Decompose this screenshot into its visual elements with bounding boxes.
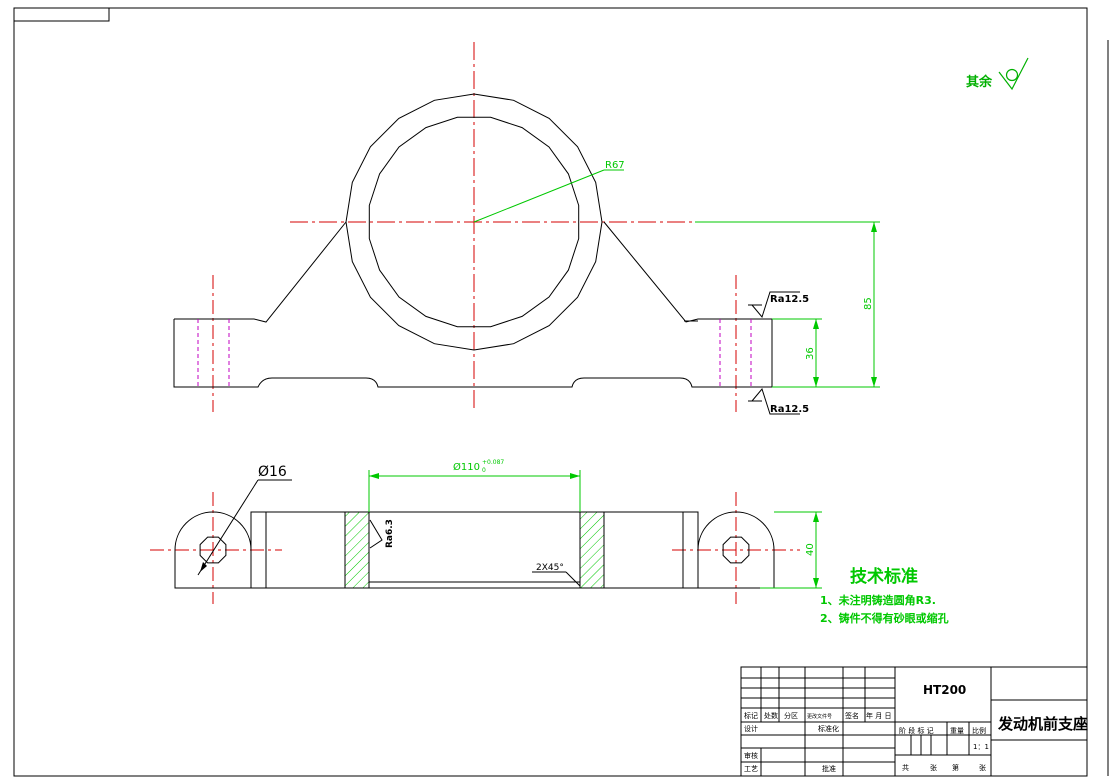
roughness-mark-bottom: Ra12.5 (748, 387, 809, 415)
hole-dia-label: Ø16 (258, 464, 287, 480)
roughness-mark-bore: Ra6.3 (369, 519, 395, 549)
title-block (740, 666, 1088, 777)
left-hole-hex (199, 536, 227, 564)
bore-tol-lower: 0 (482, 467, 486, 474)
hatch-left (344, 511, 370, 589)
roughness-bore-label: Ra6.3 (385, 519, 395, 548)
technical-requirements: 技术标准 1、未注明铸造圆角R3. 2、铸件不得有砂眼或缩孔 (820, 566, 949, 625)
height-base-label: 36 (805, 347, 816, 360)
title-block-text: HT200 发动机前支座 标记 处数 分区 更改文件号 签名 年 月 日 设计 … (744, 683, 1088, 773)
left-ear (174, 511, 252, 589)
height-base-arrow-top (813, 319, 819, 329)
rev-header-mark: 标记 (744, 711, 758, 720)
height-total-arrow-bottom (871, 377, 877, 387)
height-total-arrow-top (871, 222, 877, 232)
sheet-total: 共 (902, 763, 909, 772)
scale-value: 1：1 (973, 743, 989, 751)
right-hole-hex (722, 536, 750, 564)
bore-dim-arrow-left (369, 473, 379, 479)
bore-tol-upper: +0.087 (482, 459, 504, 466)
rev-header-sign: 签名 (845, 711, 859, 720)
front-view: R67 85 36 Ra12.5 Ra12.5 (173, 42, 880, 415)
top-view: Ø110 +0.087 0 Ø16 Ra6.3 2X45° 40 (150, 459, 822, 604)
thickness-arrow-top (813, 512, 819, 522)
process-label: 工艺 (744, 765, 758, 773)
rev-header-zone: 分区 (784, 711, 798, 720)
design-label: 设计 (744, 724, 758, 733)
tech-req-item-2: 2、铸件不得有砂眼或缩孔 (820, 611, 949, 625)
roughness-bottom-icon (751, 387, 800, 415)
bore-inner-contour (368, 116, 580, 328)
roughness-top-label: Ra12.5 (770, 294, 809, 305)
sheet-page-unit: 张 (979, 763, 986, 772)
thickness-label: 40 (805, 543, 816, 556)
roughness-circle-icon (1005, 68, 1019, 82)
roughness-bore-icon (369, 519, 383, 549)
general-roughness-label: 其余 (966, 74, 993, 90)
bore-dim-label: Ø110 (453, 461, 480, 473)
body-outline (250, 511, 699, 589)
chamfer-label: 2X45° (536, 563, 564, 573)
review-label: 审核 (744, 751, 758, 760)
weight-header: 重量 (950, 727, 964, 735)
rev-header-date: 年 月 日 (866, 711, 891, 720)
sheet-page: 第 (952, 763, 959, 772)
sheet-unit: 张 (930, 763, 937, 772)
roughness-check-icon (998, 57, 1029, 91)
roughness-mark-top: Ra12.5 (748, 291, 809, 319)
chamfer-leader (565, 571, 581, 587)
hatch-right (579, 511, 605, 589)
standardize-label: 标准化 (818, 724, 839, 733)
height-total-label: 85 (863, 297, 874, 310)
height-base-arrow-bottom (813, 377, 819, 387)
tech-req-item-1: 1、未注明铸造圆角R3. (820, 593, 936, 607)
approve-label: 批准 (822, 764, 836, 773)
radius-label: R67 (605, 160, 625, 171)
base-and-ribs (173, 221, 773, 388)
drawing-border (13, 7, 1088, 777)
rev-header-count: 处数 (764, 711, 778, 720)
scale-header: 比例 (972, 726, 986, 735)
right-ear (697, 511, 775, 589)
bore-dim-arrow-right (570, 473, 580, 479)
roughness-bottom-label: Ra12.5 (770, 404, 809, 415)
rev-header-doc: 更改文件号 (807, 713, 832, 720)
material-label: HT200 (923, 683, 966, 697)
hole-dia-leader (197, 479, 259, 576)
tech-req-title: 技术标准 (850, 566, 918, 587)
corner-code-box (13, 7, 110, 22)
stage-header: 阶 段 标 记 (899, 726, 934, 735)
radius-leader (473, 169, 605, 223)
roughness-top-icon (751, 291, 800, 319)
thickness-arrow-bottom (813, 578, 819, 588)
part-name: 发动机前支座 (997, 715, 1088, 733)
hole-dia-arrow (200, 562, 207, 572)
general-roughness-mark: 其余 (966, 57, 1029, 91)
